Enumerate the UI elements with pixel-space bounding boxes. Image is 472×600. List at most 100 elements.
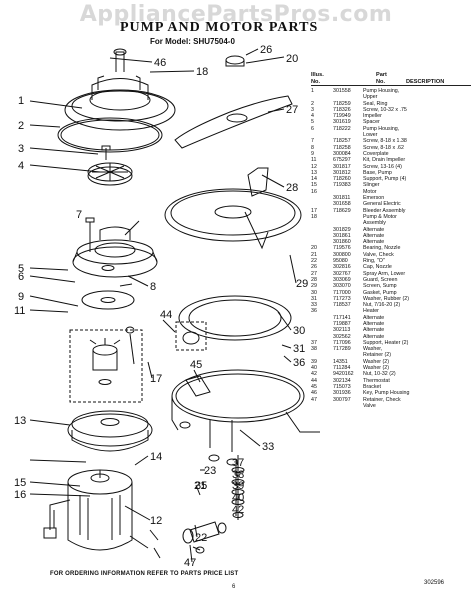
row-description: Screen, Sump — [363, 283, 397, 290]
row-illus-no: 39 — [311, 358, 317, 365]
callout-45: 45 — [190, 359, 202, 371]
model-label: For Model: SHU7504-0 — [150, 37, 235, 46]
callout-23: 23 — [204, 465, 216, 477]
callout-30: 30 — [293, 325, 305, 337]
row-part-no: 9420162 — [333, 371, 354, 378]
row-description: Washer, Rubber (2) — [363, 295, 410, 302]
row-part-no: 717096 — [333, 339, 351, 346]
row-illus-no: 9 — [311, 150, 314, 157]
parts-list-header: Illus. No. Part No. DESCRIPTION — [311, 72, 471, 86]
row-part-no: 95080 — [333, 258, 348, 265]
callout-31: 31 — [293, 343, 305, 355]
callout-47: 47 — [184, 557, 196, 569]
callout-3: 3 — [18, 143, 24, 155]
row-description: Heater — [363, 308, 379, 315]
row-description: Base, Pump — [363, 169, 392, 176]
callout-12: 12 — [150, 515, 162, 527]
row-illus-no: 12 — [311, 163, 317, 170]
row-illus-no: 33 — [311, 302, 317, 309]
row-illus-no: 40 — [311, 365, 317, 372]
callout-2: 2 — [18, 120, 24, 132]
row-part-no: 717273 — [333, 295, 351, 302]
row-description: Kit, Drain Impeller — [363, 157, 406, 164]
row-description: Bracket — [363, 383, 381, 390]
row-illus-no: 16 — [311, 188, 317, 195]
row-illus-no: 2 — [311, 100, 314, 107]
callout-8: 8 — [150, 281, 156, 293]
callout-14: 14 — [150, 451, 162, 463]
watermark: AppliancePartsPros.com — [79, 2, 393, 27]
row-part-no: 301936 — [333, 390, 351, 397]
callout-11: 11 — [14, 305, 25, 317]
row-description: Slinger — [363, 182, 380, 189]
row-illus-no: 7 — [311, 138, 314, 145]
callout-16: 16 — [14, 489, 26, 501]
row-description: Alternate — [363, 327, 385, 334]
row-part-no: 718222 — [333, 125, 351, 132]
row-description: Nut, 7/16-20 (2) — [363, 302, 401, 309]
header-description: DESCRIPTION — [406, 78, 445, 85]
callout-21: 21 — [194, 480, 206, 492]
row-part-no: 719949 — [333, 113, 351, 120]
callout-27: 27 — [286, 104, 298, 116]
row-description: Bleeder Assembly — [363, 207, 406, 214]
row-illus-no: 4 — [311, 113, 314, 120]
row-description: Thermostat — [363, 377, 390, 384]
row-part-no: 717289 — [333, 346, 351, 353]
row-description: Ring, "O" — [363, 258, 385, 265]
row-illus-no: 29 — [311, 283, 317, 290]
callout-29: 29 — [296, 278, 308, 290]
row-part-no: 301811 — [333, 195, 351, 202]
row-part-no: 14351 — [333, 358, 348, 365]
row-description: Valve, Check — [363, 251, 394, 258]
row-part-no: 717000 — [333, 289, 351, 296]
callout-18: 18 — [196, 66, 208, 78]
row-description: Cap, Nozzle — [363, 264, 392, 271]
row-description: Nut, 10-32 (2) — [363, 371, 396, 378]
row-description: Motor — [363, 188, 377, 195]
callout-4: 4 — [18, 160, 24, 172]
row-illus-no: 45 — [311, 383, 317, 390]
row-part-no: 300084 — [333, 150, 351, 157]
row-illus-no: 8 — [311, 144, 314, 151]
row-illus-no: 38 — [311, 346, 317, 353]
callout-6: 6 — [18, 271, 24, 283]
callout-42: 42 — [232, 504, 244, 516]
row-description: Pump Housing, Lower — [363, 125, 400, 139]
callout-37: 37 — [232, 457, 244, 469]
row-part-no: 301829 — [333, 226, 351, 233]
callout-26: 26 — [260, 44, 272, 56]
row-illus-no: 36 — [311, 308, 317, 315]
row-illus-no: 30 — [311, 289, 317, 296]
footer-note: FOR ORDERING INFORMATION REFER TO PARTS … — [50, 571, 239, 577]
row-part-no: 301861 — [333, 232, 351, 239]
row-illus-no: 37 — [311, 339, 317, 346]
row-illus-no: 27 — [311, 270, 317, 277]
row-illus-no: 11 — [311, 157, 317, 164]
row-description: Spray Arm, Lower — [363, 270, 406, 277]
row-description: Emerson — [363, 195, 385, 202]
